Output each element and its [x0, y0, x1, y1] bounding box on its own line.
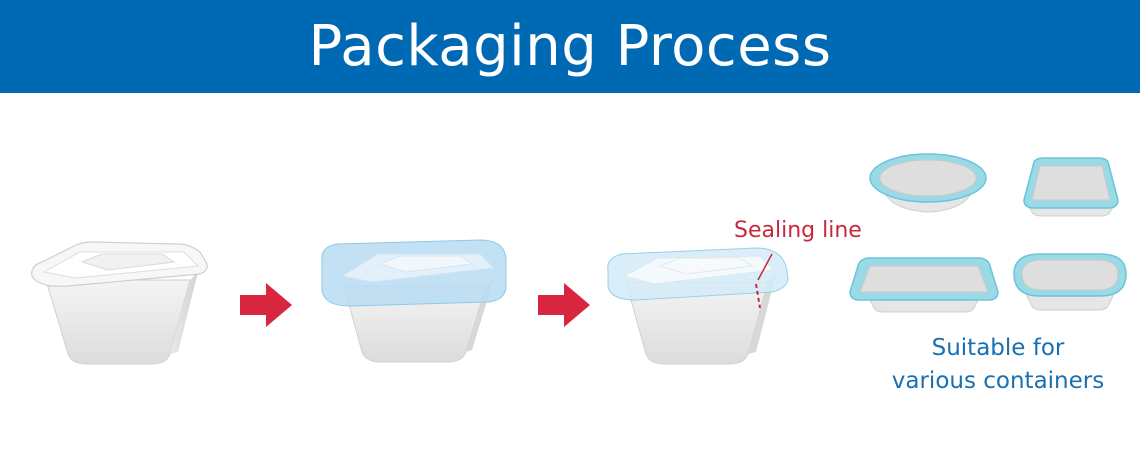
- right-arrow-icon: [538, 283, 590, 327]
- square-tray-icon: [1023, 157, 1119, 217]
- rounded-tray-icon: [1013, 253, 1127, 311]
- right-arrow-icon: [240, 283, 292, 327]
- film-placed-container-icon: [321, 239, 507, 363]
- step-2-container: [320, 232, 510, 368]
- header-banner: Packaging Process: [0, 0, 1140, 93]
- caption-line-2: various containers: [891, 368, 1105, 394]
- sealed-container-icon: [607, 247, 789, 365]
- step-3-container: [606, 236, 790, 368]
- step-1-container: [28, 236, 210, 368]
- page-title: Packaging Process: [308, 13, 832, 79]
- sealing-line-label: Sealing line: [734, 218, 862, 243]
- oval-tray-icon: [869, 153, 987, 213]
- caption-line-1: Suitable for: [931, 335, 1065, 361]
- rectangular-tray-icon: [849, 257, 999, 313]
- containers-caption: Suitable for various containers: [868, 332, 1128, 398]
- empty-container-icon: [31, 241, 208, 365]
